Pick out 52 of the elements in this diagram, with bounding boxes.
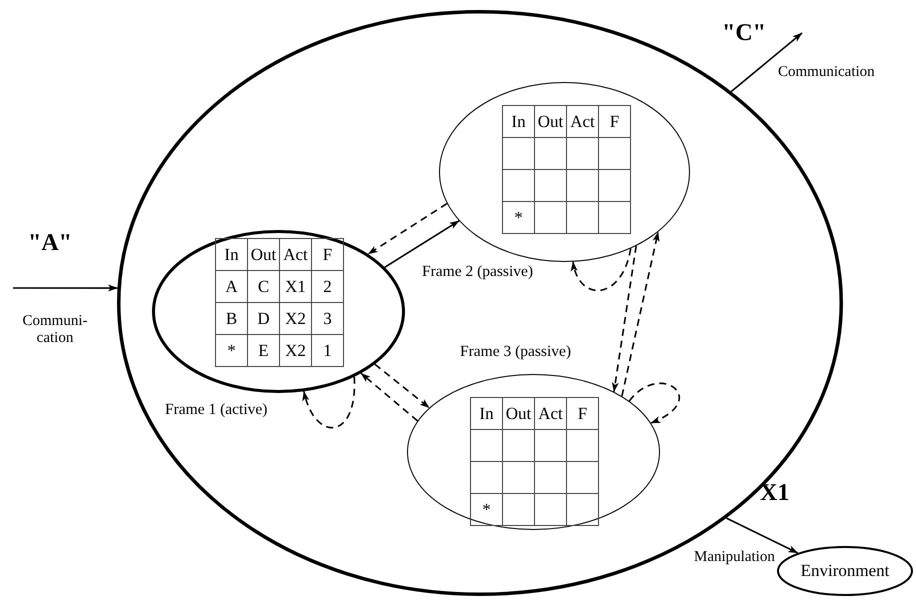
table-cell: * [503, 202, 535, 234]
arrow [730, 32, 803, 92]
arrow [384, 220, 460, 268]
table-cell: In [503, 106, 535, 138]
frame-ellipse [152, 230, 405, 393]
table-cell: C [248, 271, 280, 303]
table-cell: A [216, 271, 248, 303]
table-cell: 3 [312, 303, 344, 335]
edge-label: Communication [778, 64, 875, 82]
node-label: Environment [800, 561, 890, 581]
table-cell: Act [280, 239, 312, 271]
table-cell: In [216, 239, 248, 271]
dashed-arrow [612, 246, 637, 392]
signal-label: "A" [28, 230, 72, 258]
frame-caption: Frame 1 (active) [165, 401, 268, 419]
table-cell: D [248, 303, 280, 335]
table-cell: 1 [312, 335, 344, 367]
dashed-arrow [374, 364, 430, 408]
table-cell: F [567, 398, 599, 430]
signal-label: X1 [760, 480, 790, 508]
table-cell: 2 [312, 271, 344, 303]
table-cell: Out [535, 106, 567, 138]
signal-label: "C" [722, 20, 766, 48]
table-cell: X2 [280, 303, 312, 335]
arrow [13, 284, 118, 292]
table-cell: Out [248, 239, 280, 271]
table-cell: In [471, 398, 503, 430]
table-cell: F [599, 106, 631, 138]
table-cell: F [312, 239, 344, 271]
frame-ellipse [439, 82, 690, 262]
table-cell: X1 [280, 271, 312, 303]
dashed-arrow [572, 248, 632, 292]
dashed-arrow [368, 202, 448, 255]
table-cell: * [471, 494, 503, 526]
table-cell: X2 [280, 335, 312, 367]
frame-caption: Frame 3 (passive) [460, 343, 572, 361]
dashed-arrow [303, 376, 356, 428]
frame-caption: Frame 2 (passive) [422, 263, 534, 281]
table-cell: Act [535, 398, 567, 430]
table-cell: E [248, 335, 280, 367]
arrow [726, 517, 798, 554]
table-cell: Out [503, 398, 535, 430]
table-cell: Act [567, 106, 599, 138]
dashed-arrow [360, 372, 418, 422]
edge-label: Manipulation [694, 549, 775, 566]
dashed-arrow [628, 382, 680, 424]
table-cell: * [216, 335, 248, 367]
edge-label: Communi- cation [21, 313, 88, 348]
dashed-arrow [621, 231, 660, 396]
frame-ellipse [407, 374, 660, 530]
table-cell: B [216, 303, 248, 335]
environment-ellipse [777, 546, 913, 596]
